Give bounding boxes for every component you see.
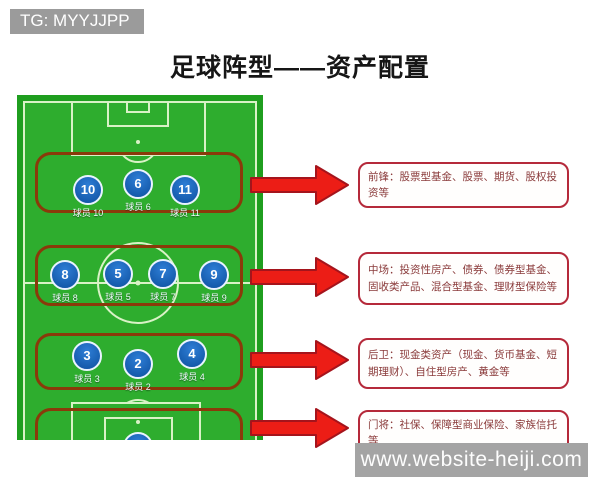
player-10-number: 10 — [73, 175, 103, 205]
player-8-label: 球员 8 — [52, 293, 78, 303]
asset-box-midfield-text: 中场：投资性房产、债券、债券型基金、固收类产品、混合型基金、理财型保险等 — [368, 264, 557, 293]
arrow-midfield — [250, 257, 349, 297]
asset-box-forwards: 前锋：股票型基金、股票、期货、股权投资等 — [358, 162, 569, 208]
player-2-label: 球员 2 — [125, 382, 151, 392]
player-goalkeeper — [116, 432, 160, 440]
telegram-badge: TG: MYYJJPP — [10, 9, 144, 34]
player-8-number: 8 — [50, 260, 80, 290]
player-11: 11 球员 11 — [163, 175, 207, 219]
player-2: 2 球员 2 — [116, 349, 160, 393]
player-6: 6 球员 6 — [116, 169, 160, 213]
formation-group-midfield — [35, 245, 243, 306]
asset-box-forwards-text: 前锋：股票型基金、股票、期货、股权投资等 — [368, 170, 557, 199]
player-6-number: 6 — [123, 169, 153, 199]
watermark-bar: www.website-heiji.com — [355, 443, 588, 477]
player-10: 10 球员 10 — [66, 175, 110, 219]
player-8: 8 球员 8 — [43, 260, 87, 304]
player-3: 3 球员 3 — [65, 341, 109, 385]
asset-box-defense: 后卫：现金类资产（现金、货币基金、短期理财）、自住型房产、黄金等 — [358, 338, 569, 389]
player-4-number: 4 — [177, 339, 207, 369]
asset-box-goalkeeper-text: 门将：社保、保障型商业保险、家族信托等 — [368, 418, 557, 447]
player-2-number: 2 — [123, 349, 153, 379]
player-9-label: 球员 9 — [201, 293, 227, 303]
player-10-label: 球员 10 — [72, 208, 104, 218]
player-4-label: 球员 4 — [179, 372, 205, 382]
asset-box-defense-text: 后卫：现金类资产（现金、货币基金、短期理财）、自住型房产、黄金等 — [368, 349, 557, 378]
player-3-label: 球员 3 — [74, 374, 100, 384]
arrow-defense — [250, 340, 349, 380]
arrow-goalkeeper — [250, 408, 349, 448]
player-goalkeeper-circle — [123, 432, 153, 440]
player-9: 9 球员 9 — [192, 260, 236, 304]
formation-group-forwards — [35, 152, 243, 213]
player-7-number: 7 — [148, 259, 178, 289]
arrow-forwards — [250, 165, 349, 205]
formation-group-defense — [35, 333, 243, 390]
player-9-number: 9 — [199, 260, 229, 290]
player-6-label: 球员 6 — [125, 202, 151, 212]
asset-box-midfield: 中场：投资性房产、债券、债券型基金、固收类产品、混合型基金、理财型保险等 — [358, 252, 569, 305]
player-5-number: 5 — [103, 259, 133, 289]
player-3-number: 3 — [72, 341, 102, 371]
player-5-label: 球员 5 — [105, 292, 131, 302]
player-11-label: 球员 11 — [170, 208, 200, 218]
football-pitch: 10 球员 10 6 球员 6 11 球员 11 8 球员 8 5 球员 5 7… — [17, 95, 263, 440]
page-title: 足球阵型——资产配置 — [169, 54, 430, 82]
player-4: 4 球员 4 — [170, 339, 214, 383]
player-7: 7 球员 7 — [141, 259, 185, 303]
player-11-number: 11 — [170, 175, 200, 205]
player-7-label: 球员 7 — [150, 292, 176, 302]
formation-group-goalkeeper — [35, 408, 243, 440]
player-5: 5 球员 5 — [96, 259, 140, 303]
